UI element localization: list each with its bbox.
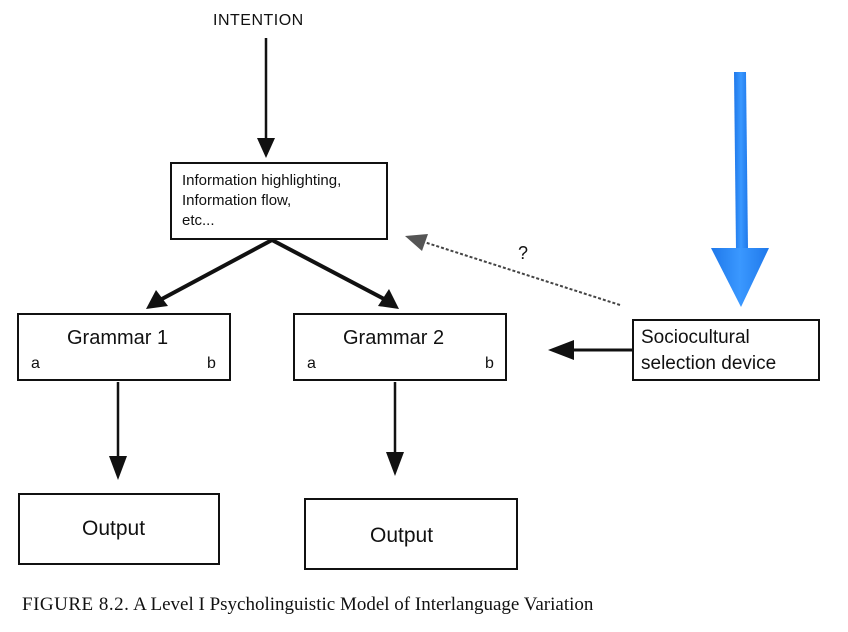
grammar1-label: Grammar 1 [67,327,169,349]
grammar1-box: Grammar 1 a b [17,313,231,381]
blue-highlight-arrow [711,72,769,307]
output1-box: Output [18,493,220,565]
info-box-line2: Information flow, [182,192,292,209]
grammar2-corner-b: b [485,355,494,372]
grammar1-corner-a: a [31,355,40,372]
intention-label: INTENTION [213,12,304,29]
dashed-arrow-socio-to-info [423,241,621,306]
grammar2-label: Grammar 2 [343,327,445,349]
output2-box: Output [304,498,518,570]
arrowhead-dashed [405,234,428,251]
info-box-line1: Information highlighting, [182,172,342,189]
caption-figure-number: FIGURE 8.2. [22,594,130,615]
figure-caption: FIGURE 8.2. A Level I Psycholinguistic M… [22,594,593,616]
sociocultural-line2: selection device [641,353,777,374]
info-box: Information highlighting, Information fl… [170,162,388,240]
caption-text: A Level I Psycholinguistic Model of Inte… [133,594,594,615]
arrow-info-to-grammar1 [159,238,273,302]
sociocultural-box: Sociocultural selection device [632,319,820,381]
grammar1-corner-b: b [207,355,216,372]
question-mark: ? [518,243,529,263]
arrowhead-intention [257,138,275,158]
arrowhead-output1 [109,456,127,480]
sociocultural-line1: Sociocultural [641,327,750,348]
arrowhead-grammar1 [146,290,168,309]
arrow-info-to-grammar2 [271,238,387,302]
output1-label: Output [82,517,146,540]
grammar2-corner-a: a [307,355,316,372]
arrowhead-socio [548,340,574,360]
arrowhead-grammar2 [378,289,399,309]
output2-label: Output [370,524,434,547]
arrowhead-output2 [386,452,404,476]
info-box-line3: etc... [182,212,215,229]
grammar2-box: Grammar 2 a b [293,313,507,381]
